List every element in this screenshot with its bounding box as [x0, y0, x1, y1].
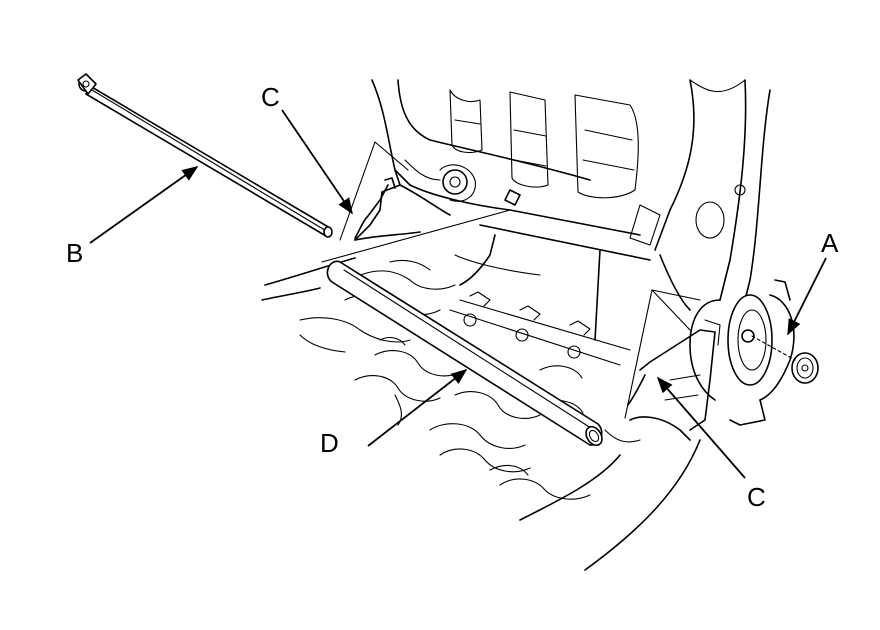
part-a-nut [751, 335, 819, 384]
leader-c-left [281, 109, 353, 215]
part-c-right-bracket [624, 289, 701, 419]
part-b-rod [77, 73, 333, 238]
leader-a [787, 257, 827, 336]
seat-cross-member [409, 184, 691, 366]
leader-c-right [656, 376, 746, 479]
callout-d: D [320, 428, 339, 458]
callout-b: B [66, 238, 83, 268]
part-d-tube [326, 260, 603, 447]
leader-d [367, 369, 468, 447]
left-pivot-bracket [354, 159, 521, 241]
leader-lines [89, 109, 827, 479]
part-c-left-bracket [321, 141, 511, 263]
callout-c-right: C [747, 482, 766, 512]
callout-c-left: C [261, 82, 280, 112]
leader-b [89, 166, 199, 244]
seat-back-frame [371, 79, 771, 301]
callout-a: A [821, 228, 839, 258]
seat-cushion-springs [261, 257, 701, 571]
recliner-hinge-assembly [629, 279, 795, 441]
